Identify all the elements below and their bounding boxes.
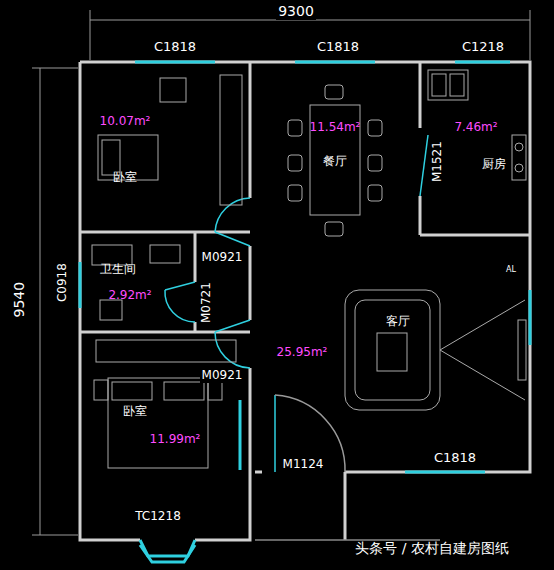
dimension: 9300 (276, 4, 316, 19)
room-name: 卧室 (113, 171, 137, 184)
area-label: 7.46m² (454, 121, 497, 134)
watermark: 头条号 / 农村自建房图纸 (353, 541, 511, 556)
room-name: 卧室 (123, 405, 147, 418)
area-label: 25.95m² (277, 346, 328, 359)
bedroom-room: 10.07m² 卧室 (82, 64, 248, 230)
window-code: C1218 (460, 40, 506, 54)
living-room: 客厅 25.95m² (252, 246, 528, 470)
door-code: M1124 (281, 458, 326, 471)
room-name: 客厅 (386, 315, 410, 328)
room-name: 卫生间 (100, 263, 136, 276)
room-name: 餐厅 (323, 155, 347, 168)
door-code: M1521 (430, 140, 443, 185)
window-code: C1818 (152, 40, 198, 54)
area-label: 11.99m² (150, 433, 201, 446)
bedroom-room: 卧室 11.99m² (82, 334, 248, 538)
door-code: M0921 (200, 251, 245, 264)
window-code: C1818 (432, 451, 478, 465)
door-code: M0921 (200, 369, 245, 382)
window-code: TC1218 (133, 510, 183, 523)
door-code: M0721 (199, 281, 212, 326)
window-code: C0918 (55, 262, 68, 305)
dimension: 9540 (12, 280, 27, 320)
area-label: 11.54m² (310, 121, 361, 134)
dining-room: 11.54m² 餐厅 (252, 64, 418, 244)
area-label: 10.07m² (100, 115, 151, 128)
area-label: 2.92m² (108, 289, 151, 302)
room-name: 厨房 (482, 158, 506, 171)
bathroom-room: 卫生间 2.92m² (82, 234, 194, 330)
panel-symbol: AL (504, 266, 518, 275)
window-code: C1818 (315, 40, 361, 54)
